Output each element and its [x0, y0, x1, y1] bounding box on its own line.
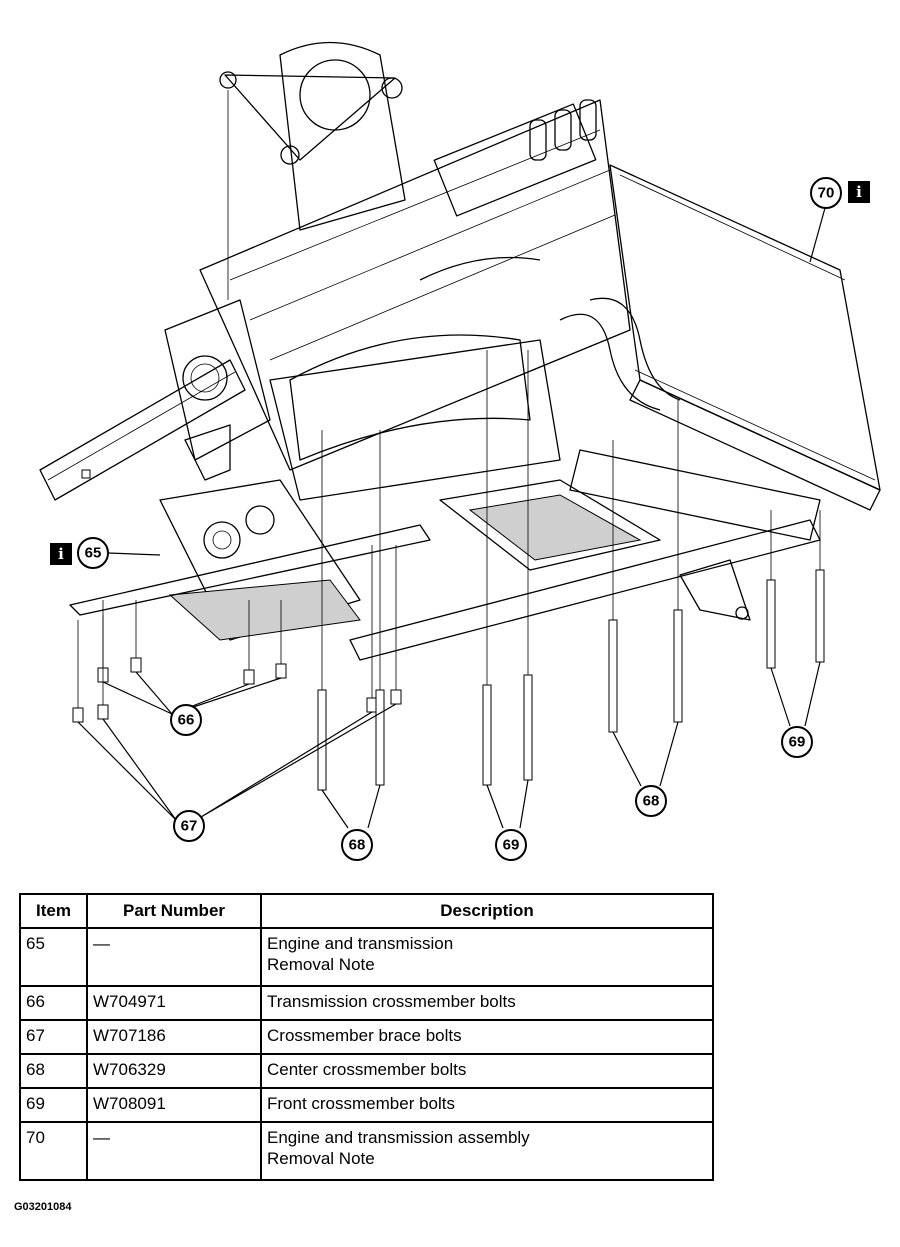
table-row: 70 — Engine and transmission assembly Re… [19, 1121, 714, 1181]
item-cell: 66 [19, 985, 88, 1021]
svg-text:70: 70 [818, 185, 835, 202]
description-line: Center crossmember bolts [267, 1060, 467, 1079]
description-line: Engine and transmission [267, 934, 454, 953]
callout-69-center: 69 [495, 829, 527, 861]
item-cell: 69 [19, 1087, 88, 1123]
transmission [159, 479, 361, 641]
svg-text:67: 67 [181, 818, 198, 835]
description-cell: Front crossmember bolts [260, 1087, 714, 1123]
item-cell: 65 [19, 927, 88, 987]
coolant-hoses [419, 256, 681, 411]
svg-text:i: i [856, 183, 862, 201]
part-number-cell: W708091 [86, 1087, 262, 1123]
item-cell: 68 [19, 1053, 88, 1089]
description-cell: Engine and transmission assembly Removal… [260, 1121, 714, 1181]
table-row: 66 W704971 Transmission crossmember bolt… [19, 985, 714, 1021]
svg-text:69: 69 [789, 734, 806, 751]
info-icon-65: i [50, 543, 72, 565]
bolts-67 [72, 545, 402, 723]
part-number-cell: W707186 [86, 1019, 262, 1055]
callout-70: 70 [810, 177, 842, 209]
table-row: 65 — Engine and transmission Removal Not… [19, 927, 714, 987]
part-number-cell: — [86, 927, 262, 987]
description-cell: Crossmember brace bolts [260, 1019, 714, 1055]
callout-68-right: 68 [635, 785, 667, 817]
description-line: Transmission crossmember bolts [267, 992, 516, 1011]
figure-code: G03201084 [14, 1201, 72, 1213]
lower-control-arm-right [679, 559, 751, 621]
part-number-cell: — [86, 1121, 262, 1181]
svg-text:65: 65 [85, 545, 102, 562]
callout-67: 67 [173, 810, 205, 842]
description-cell: Center crossmember bolts [260, 1053, 714, 1089]
info-icon-70: i [848, 181, 870, 203]
item-cell: 70 [19, 1121, 88, 1181]
table-row: 68 W706329 Center crossmember bolts [19, 1053, 714, 1089]
callout-66: 66 [170, 704, 202, 736]
radiator [609, 164, 881, 511]
table-row: 69 W708091 Front crossmember bolts [19, 1087, 714, 1123]
item-cell: 67 [19, 1019, 88, 1055]
column-header-description: Description [260, 893, 714, 929]
engine-block [199, 99, 631, 471]
description-line: Engine and transmission assembly [267, 1128, 530, 1147]
svg-text:68: 68 [643, 793, 660, 810]
parts-table: Item Part Number Description 65 — Engine… [19, 893, 714, 1181]
column-header-item: Item [19, 893, 88, 929]
description-cell: Engine and transmission Removal Note [260, 927, 714, 987]
callout-68-left: 68 [341, 829, 373, 861]
callout-69-right: 69 [781, 726, 813, 758]
svg-text:68: 68 [349, 837, 366, 854]
part-number-cell: W704971 [86, 985, 262, 1021]
table-header-row: Item Part Number Description [19, 893, 714, 929]
callout-leaders [77, 207, 826, 829]
steering-knuckle [164, 299, 271, 481]
bolts-69 [482, 350, 825, 786]
oil-pan [439, 479, 661, 571]
description-line: Crossmember brace bolts [267, 1026, 462, 1045]
description-line: Front crossmember bolts [267, 1094, 455, 1113]
bolts-68 [317, 400, 683, 791]
description-cell: Transmission crossmember bolts [260, 985, 714, 1021]
description-line: Removal Note [267, 1149, 375, 1168]
description-line: Removal Note [267, 955, 375, 974]
svg-text:66: 66 [178, 712, 195, 729]
table-row: 67 W707186 Crossmember brace bolts [19, 1019, 714, 1055]
upper-control-arm [219, 41, 406, 300]
part-number-cell: W706329 [86, 1053, 262, 1089]
svg-text:i: i [58, 545, 64, 563]
frame-rail-left [39, 359, 246, 501]
svg-text:69: 69 [503, 837, 520, 854]
column-header-part-number: Part Number [86, 893, 262, 929]
callout-65: 65 [77, 537, 109, 569]
engine-removal-diagram: i i 65 66 67 68 69 68 69 70 [39, 41, 881, 861]
